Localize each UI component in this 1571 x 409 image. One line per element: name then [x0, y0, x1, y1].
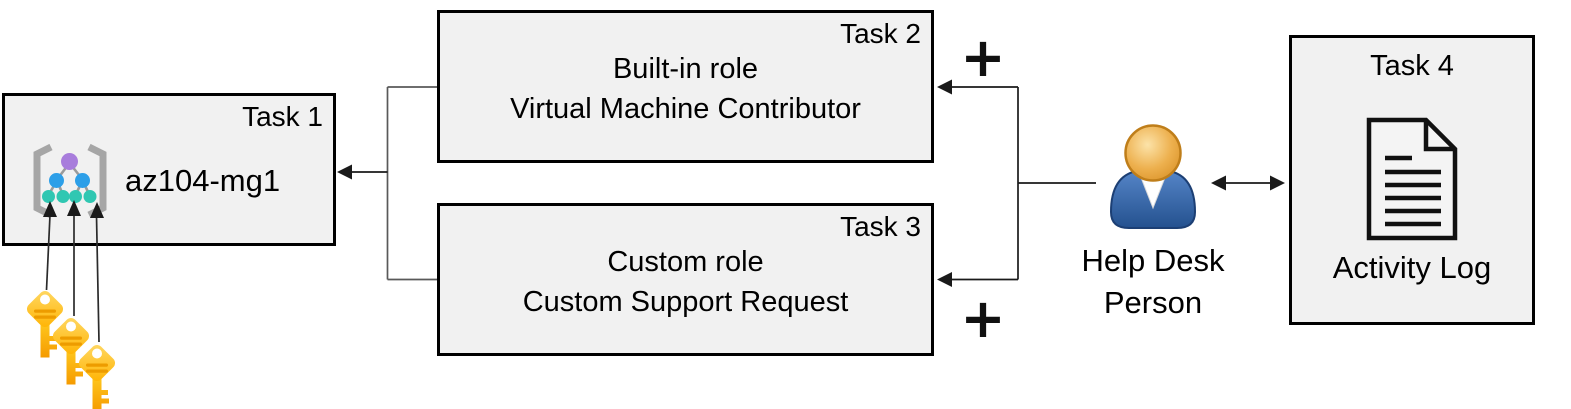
access-keys-icon	[24, 288, 118, 409]
task2-tag: Task 2	[840, 18, 921, 49]
plus-annotation-bottom: +	[960, 287, 1006, 350]
task3-line1: Custom role	[607, 246, 764, 278]
arrow-into-task1	[337, 164, 388, 180]
task2-content: Built-in role Virtual Machine Contributo…	[440, 49, 931, 129]
task1-tag: Task 1	[242, 101, 323, 132]
task3-box: Task 3 Custom role Custom Support Reques…	[437, 203, 934, 356]
task3-tag: Task 3	[840, 211, 921, 242]
plus-annotation-top: +	[960, 26, 1006, 89]
task1-box: Task 1 az104-mg1	[2, 93, 336, 246]
activity-log-document-icon	[1366, 117, 1458, 241]
task2-line1: Built-in role	[612, 53, 759, 85]
actor-label: Help Desk Person	[1081, 243, 1225, 320]
task1-resource-name: az104-mg1	[125, 163, 281, 198]
task4-content: Task 4 Activity Log	[1292, 38, 1532, 286]
task4-tag: Task 4	[1370, 50, 1454, 82]
arrow-into-task2	[937, 79, 952, 95]
task4-caption: Activity Log	[1332, 250, 1492, 285]
task2-box: Task 2 Built-in role Virtual Machine Con…	[437, 10, 934, 163]
task1-content: az104-mg1	[29, 142, 280, 220]
task2-line2: Virtual Machine Contributor	[510, 93, 861, 125]
management-group-icon	[33, 143, 107, 219]
left-branch-lines	[386, 86, 437, 281]
task3-line2: Custom Support Request	[522, 286, 849, 318]
help-desk-person-icon	[1109, 124, 1197, 229]
task3-content: Custom role Custom Support Request	[440, 242, 931, 322]
double-arrow-person-task4	[1211, 175, 1285, 191]
arrow-into-task3	[937, 272, 952, 287]
task4-box: Task 4 Activity Log	[1289, 35, 1535, 325]
